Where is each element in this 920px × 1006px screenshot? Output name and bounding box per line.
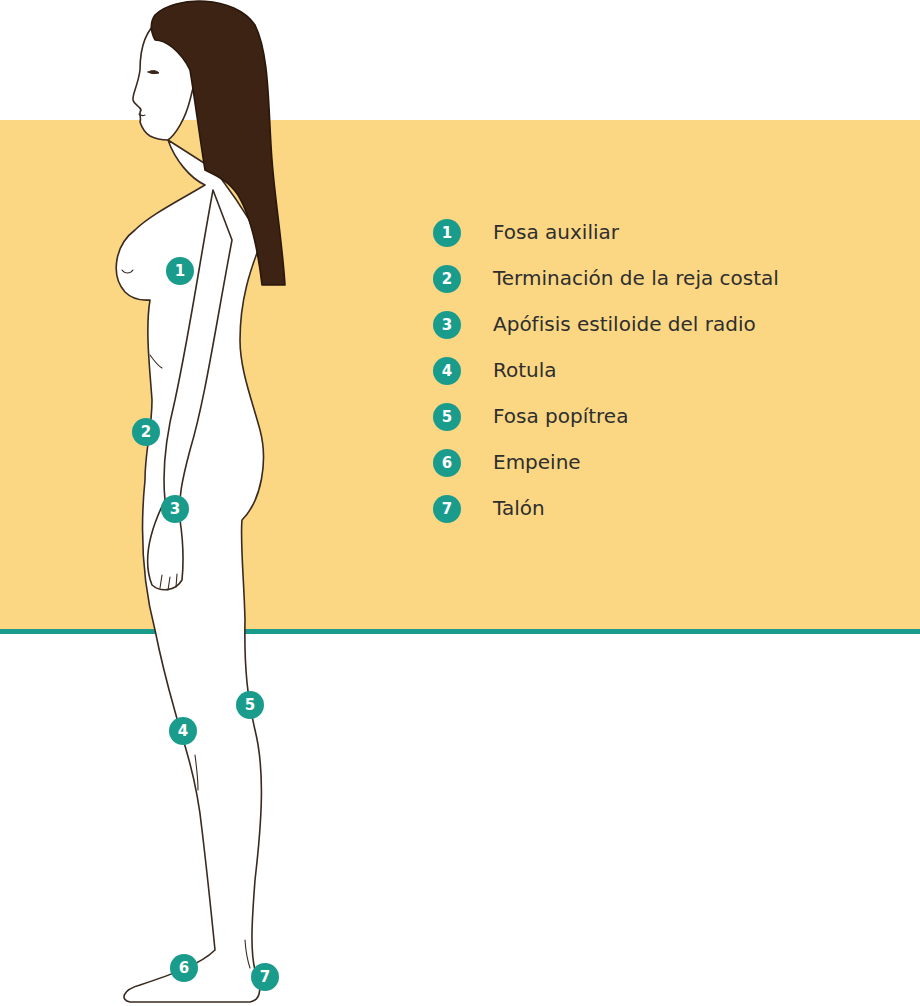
circle-fill: [161, 495, 189, 523]
circle-fill: [433, 403, 461, 431]
legend-text: Rotula: [493, 358, 557, 382]
callout-circle: 2: [132, 418, 160, 446]
finger-lines: [160, 574, 177, 590]
callout-number: 5: [236, 691, 264, 719]
callout-circle: 1: [166, 257, 194, 285]
callout-circle: 3: [433, 311, 461, 339]
callout-circle: 5: [433, 403, 461, 431]
mouth: [139, 114, 145, 116]
callout-number: 7: [433, 495, 461, 523]
background-band: [0, 120, 920, 631]
callout-circle: 4: [433, 357, 461, 385]
arm-outline: [148, 190, 232, 590]
circle-fill: [433, 219, 461, 247]
callout-number: 1: [433, 219, 461, 247]
callout-number: 2: [433, 265, 461, 293]
callout-number: 7: [251, 963, 279, 991]
divider-line: [0, 629, 920, 634]
eye: [148, 71, 159, 74]
callout-circle: 4: [169, 717, 197, 745]
circle-fill: [170, 954, 198, 982]
body-outline: [116, 140, 263, 1002]
callout-number: 3: [161, 495, 189, 523]
circle-fill: [433, 357, 461, 385]
circle-fill: [236, 691, 264, 719]
callout-circle: 6: [433, 449, 461, 477]
circle-fill: [433, 311, 461, 339]
nipple: [122, 270, 133, 273]
callout-number: 5: [433, 403, 461, 431]
legend-text: Fosa auxiliar: [493, 220, 619, 244]
callout-number: 4: [169, 717, 197, 745]
circle-fill: [433, 495, 461, 523]
callout-number: 2: [132, 418, 160, 446]
callout-circle: 7: [433, 495, 461, 523]
circle-fill: [433, 265, 461, 293]
circle-fill: [169, 717, 197, 745]
circle-fill: [166, 257, 194, 285]
callout-circle: 7: [251, 963, 279, 991]
legend-text: Talón: [493, 496, 545, 520]
legend-text: Apófisis estiloide del radio: [493, 312, 756, 336]
circle-fill: [433, 449, 461, 477]
callout-number: 1: [166, 257, 194, 285]
callout-circle: 6: [170, 954, 198, 982]
callout-number: 3: [433, 311, 461, 339]
callout-circle: 2: [433, 265, 461, 293]
circle-fill: [132, 418, 160, 446]
callout-number: 6: [433, 449, 461, 477]
legend-text: Empeine: [493, 450, 581, 474]
callout-circle: 5: [236, 691, 264, 719]
body-detail-lines: [150, 355, 250, 968]
legend-text: Fosa popítrea: [493, 404, 628, 428]
circle-fill: [251, 963, 279, 991]
callout-circle: 3: [161, 495, 189, 523]
callout-number: 4: [433, 357, 461, 385]
callout-number: 6: [170, 954, 198, 982]
legend-text: Terminación de la reja costal: [493, 266, 779, 290]
callout-circle: 1: [433, 219, 461, 247]
